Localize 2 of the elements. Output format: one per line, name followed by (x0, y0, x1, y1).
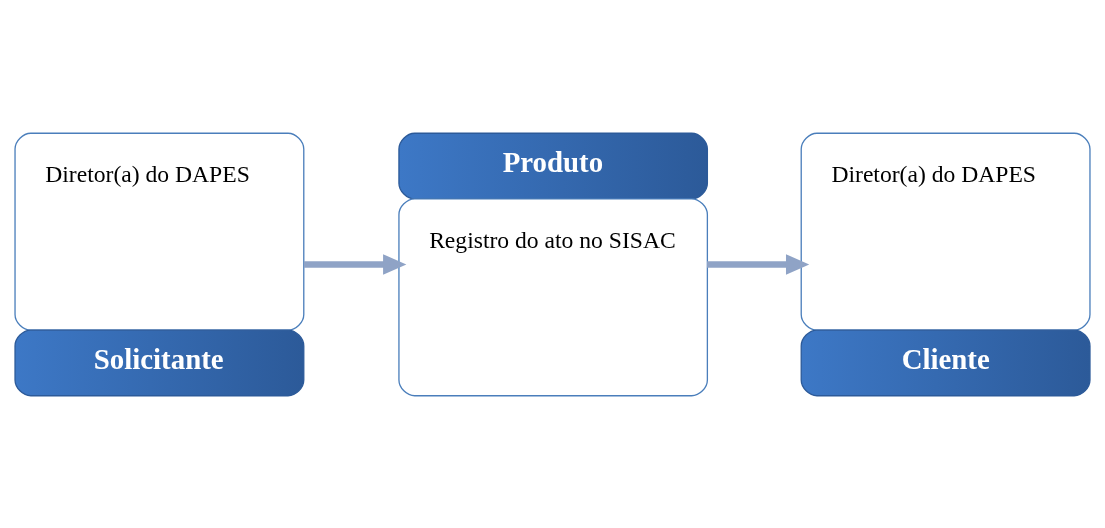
arrow (707, 253, 810, 275)
arrow (303, 253, 407, 275)
